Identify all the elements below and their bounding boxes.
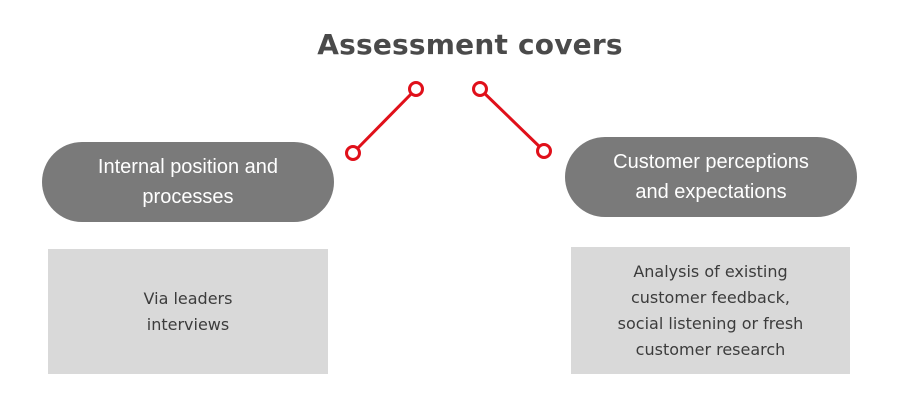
diagram-title: Assessment covers <box>317 28 623 61</box>
left-connector-line <box>351 87 418 155</box>
box-text-line: Analysis of existing <box>633 261 788 281</box>
internal-position-label: Internal position and processes <box>98 152 278 212</box>
left-connector-node-top <box>408 81 424 97</box>
right-connector <box>472 81 552 159</box>
right-connector-node-bottom <box>536 143 552 159</box>
box-text-line: customer feedback, <box>630 287 790 307</box>
box-text-line: social listening or fresh <box>617 313 804 333</box>
customer-feedback-text: Analysis of existing customer feedback, … <box>618 259 804 363</box>
customer-feedback-box: Analysis of existing customer feedback, … <box>571 247 850 374</box>
customer-perceptions-pill: Customer perceptions and expectations <box>565 137 857 217</box>
left-connector <box>345 81 424 161</box>
internal-position-pill: Internal position and processes <box>42 142 334 222</box>
pill-label-line: Internal position and <box>97 156 279 178</box>
box-text-line: interviews <box>146 314 230 334</box>
right-connector-line <box>478 87 546 153</box>
customer-perceptions-label: Customer perceptions and expectations <box>613 147 809 207</box>
pill-label-line: and expectations <box>635 181 787 203</box>
leaders-interviews-box: Via leaders interviews <box>48 249 328 374</box>
left-connector-node-bottom <box>345 145 361 161</box>
pill-label-line: processes <box>142 186 234 208</box>
box-text-line: customer research <box>635 339 786 359</box>
pill-label-line: Customer perceptions <box>613 151 809 173</box>
right-connector-node-top <box>472 81 488 97</box>
leaders-interviews-text: Via leaders interviews <box>144 286 233 338</box>
box-text-line: Via leaders <box>143 288 233 308</box>
